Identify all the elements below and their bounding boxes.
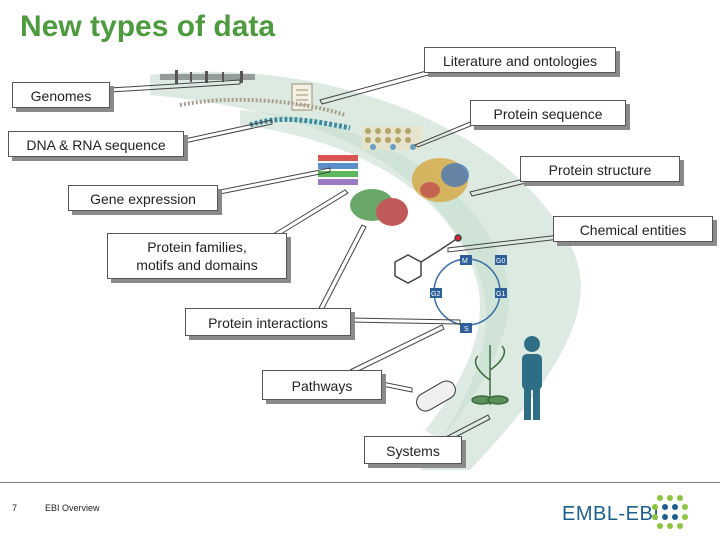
cycle-label-s: S bbox=[464, 326, 469, 333]
human-figure bbox=[522, 336, 542, 420]
callout-systems-label: Systems bbox=[386, 443, 440, 459]
cycle-label-g0: G0 bbox=[496, 258, 505, 265]
gene-expression-graphic bbox=[318, 155, 358, 185]
protein-sequence-grid bbox=[362, 126, 422, 150]
callout-protein-families: Protein families, motifs and domains bbox=[107, 233, 287, 279]
callout-genomes: Genomes bbox=[12, 82, 110, 108]
callout-dna-rna-label: DNA & RNA sequence bbox=[26, 137, 166, 153]
callout-protein-sequence-label: Protein sequence bbox=[493, 106, 603, 122]
protein-families-graphic bbox=[350, 189, 408, 226]
callout-systems: Systems bbox=[364, 436, 462, 464]
callout-genomes-label: Genomes bbox=[30, 88, 92, 104]
callout-chemical-entities-label: Chemical entities bbox=[579, 222, 687, 238]
dna-helix bbox=[249, 116, 351, 131]
slide-title: New types of data bbox=[20, 10, 276, 43]
chemical-structure-graphic bbox=[394, 234, 462, 284]
callout-literature-label: Literature and ontologies bbox=[442, 53, 598, 69]
embl-ebi-logo-icon bbox=[652, 495, 688, 529]
embl-ebi-logo-text: EMBL-EBI bbox=[562, 503, 660, 525]
cycle-label-m: M bbox=[462, 258, 468, 265]
callout-chemical-entities: Chemical entities bbox=[553, 216, 713, 242]
callout-protein-families-line1: Protein families, bbox=[147, 239, 247, 255]
callout-protein-structure: Protein structure bbox=[520, 156, 680, 182]
callout-protein-families-line2: motifs and domains bbox=[136, 257, 258, 273]
callout-pointers bbox=[109, 69, 561, 445]
callout-pathways: Pathways bbox=[262, 370, 382, 400]
callout-gene-expression-label: Gene expression bbox=[90, 191, 196, 207]
footer-text: EBI Overview bbox=[45, 503, 100, 513]
page-number: 7 bbox=[12, 503, 18, 513]
callout-dna-rna: DNA & RNA sequence bbox=[8, 131, 184, 157]
callout-protein-sequence: Protein sequence bbox=[470, 100, 626, 126]
footer-divider bbox=[0, 482, 720, 483]
callout-literature: Literature and ontologies bbox=[424, 47, 616, 73]
cell-cycle-graphic: M G0 G2 G1 S bbox=[430, 255, 507, 333]
cycle-label-g2: G2 bbox=[431, 291, 440, 298]
bacterium-graphic bbox=[416, 380, 456, 412]
curved-band bbox=[150, 71, 581, 471]
plant-graphic bbox=[471, 345, 509, 405]
sequence-strand bbox=[179, 97, 346, 117]
callout-protein-interactions-label: Protein interactions bbox=[208, 315, 328, 331]
callout-pathways-label: Pathways bbox=[291, 378, 353, 394]
genome-graphic bbox=[160, 70, 255, 84]
protein-structure-graphic bbox=[412, 158, 469, 202]
callout-protein-structure-label: Protein structure bbox=[548, 162, 652, 178]
cycle-label-g1: G1 bbox=[496, 291, 505, 298]
callout-protein-interactions: Protein interactions bbox=[185, 308, 351, 336]
callout-gene-expression: Gene expression bbox=[68, 185, 218, 211]
